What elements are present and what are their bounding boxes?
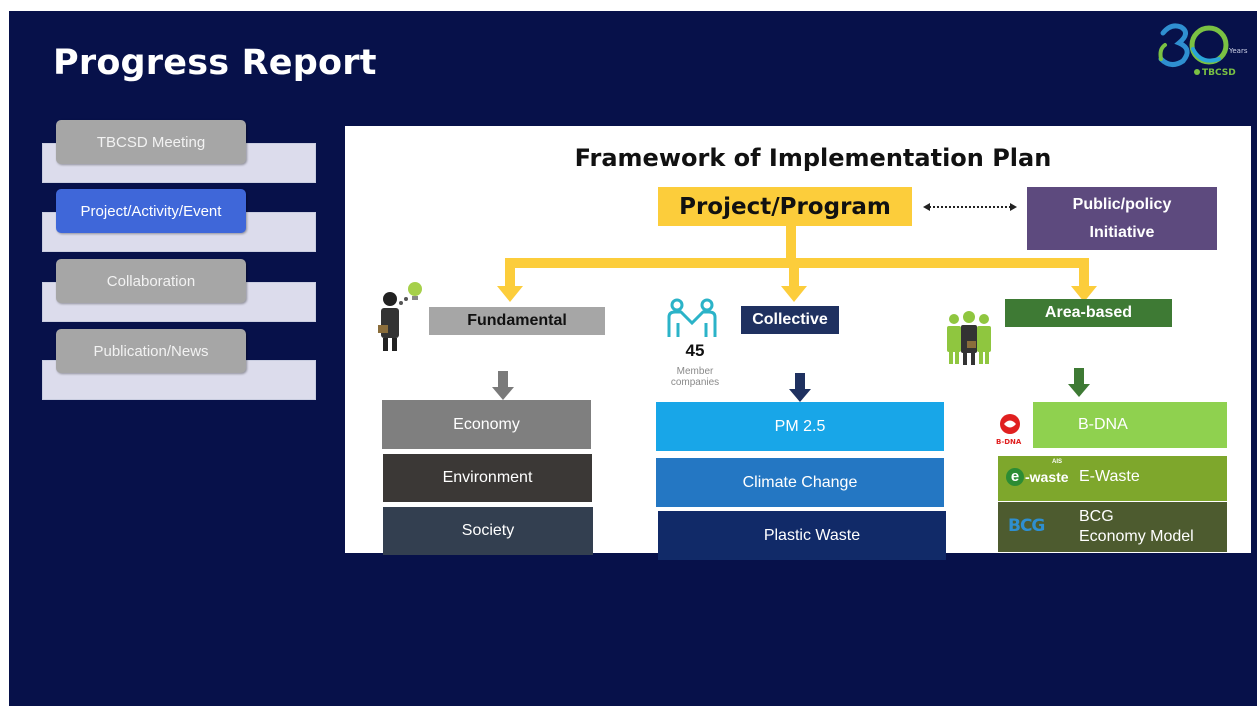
ewaste-logo: e -waste AIS bbox=[1006, 459, 1069, 488]
business-team-icon bbox=[947, 311, 991, 365]
down-arrow-gray bbox=[492, 371, 514, 400]
down-arrow-green bbox=[1068, 368, 1090, 397]
ewaste-logo-ais: AIS bbox=[1052, 459, 1063, 465]
ewaste-row: e -waste AIS E-Waste bbox=[998, 456, 1227, 501]
nav-project-activity-event-label: Project/Activity/Event bbox=[80, 202, 222, 220]
branch-connector-arrows bbox=[497, 226, 1097, 302]
fundamental-label: Fundamental bbox=[429, 307, 605, 335]
nav-collaboration-button[interactable]: Collaboration bbox=[56, 259, 246, 303]
ewaste-label: E-Waste bbox=[1079, 468, 1140, 485]
slide: Progress Report Years TBCSD TBCSD Meetin… bbox=[9, 11, 1257, 706]
bdna-logo-text: B-DNA bbox=[996, 438, 1022, 446]
down-arrow-navy bbox=[789, 373, 811, 402]
society-box: Society bbox=[383, 507, 593, 555]
climate-change-box: Climate Change bbox=[656, 458, 944, 507]
ewaste-logo-text: -waste bbox=[1025, 469, 1069, 485]
public-policy-line1: Public/policy bbox=[1072, 195, 1172, 213]
nav-project-activity-event-button[interactable]: Project/Activity/Event bbox=[56, 189, 246, 233]
member-companies-caption: Member companies bbox=[659, 366, 731, 388]
member-caption-line1: Member bbox=[676, 366, 714, 377]
dotted-double-arrow bbox=[923, 203, 1017, 211]
nav-tbcsd-meeting-label: TBCSD Meeting bbox=[96, 133, 206, 151]
framework-panel: Framework of Implementation Plan Project… bbox=[345, 126, 1251, 560]
bdna-logo: B-DNA bbox=[996, 414, 1022, 446]
nav-tbcsd-meeting-button[interactable]: TBCSD Meeting bbox=[56, 120, 246, 164]
nav-publication-news-label: Publication/News bbox=[93, 342, 209, 360]
nav-collaboration-label: Collaboration bbox=[106, 272, 196, 290]
environment-box: Environment bbox=[383, 454, 592, 502]
slide-title: Progress Report bbox=[53, 43, 377, 83]
tbcsd-30-years-logo: Years TBCSD bbox=[1158, 23, 1248, 78]
public-policy-initiative-box: Public/policy Initiative bbox=[1027, 187, 1217, 250]
member-count: 45 bbox=[685, 341, 705, 360]
leaf-icon bbox=[1194, 69, 1200, 75]
logo-org-text: TBCSD bbox=[1202, 68, 1236, 78]
nav-publication-news-button[interactable]: Publication/News bbox=[56, 329, 246, 373]
handshake-people-icon bbox=[667, 298, 717, 337]
businessman-idea-icon bbox=[378, 282, 422, 351]
project-program-box: Project/Program bbox=[658, 187, 912, 226]
pm25-box: PM 2.5 bbox=[656, 402, 944, 451]
plastic-waste-box: Plastic Waste bbox=[658, 511, 946, 560]
ewaste-logo-e: e bbox=[1006, 468, 1024, 486]
bcg-label-line2: Economy Model bbox=[1079, 528, 1194, 545]
collective-label: Collective bbox=[741, 306, 839, 334]
logo-years-text: Years bbox=[1228, 47, 1248, 55]
bdna-box: B-DNA bbox=[1033, 402, 1227, 448]
area-based-label: Area-based bbox=[1005, 299, 1172, 327]
member-caption-line2: companies bbox=[670, 377, 720, 388]
economy-box: Economy bbox=[382, 400, 591, 449]
framework-title: Framework of Implementation Plan bbox=[574, 144, 1052, 172]
public-policy-line2: Initiative bbox=[1089, 223, 1155, 241]
bcg-label: BCG Economy Model bbox=[1079, 507, 1194, 547]
bcg-label-line1: BCG bbox=[1079, 508, 1114, 525]
bcg-row: BCG BCG Economy Model bbox=[998, 502, 1227, 552]
bcg-logo: BCG bbox=[1008, 516, 1045, 536]
